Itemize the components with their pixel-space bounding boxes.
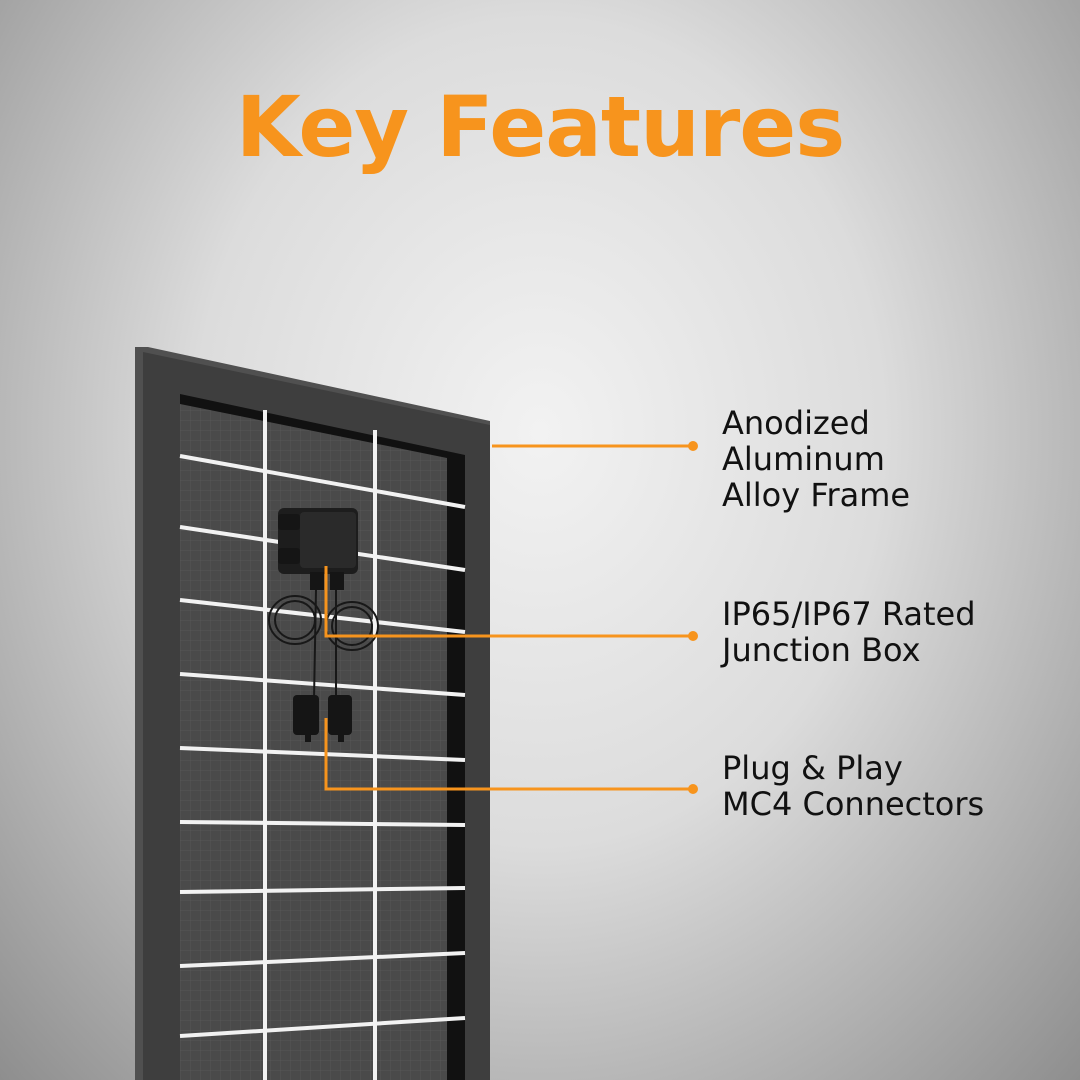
- mc4-connectors: [293, 695, 352, 742]
- feature-line: Junction Box: [722, 631, 921, 669]
- feature-line: Alloy Frame: [722, 476, 911, 514]
- page-title: Key Features: [235, 78, 846, 176]
- callout-lines: [324, 444, 693, 791]
- junction-box: [278, 508, 358, 590]
- feature-connectors-label: Plug & Play MC4 Connectors: [722, 750, 984, 822]
- feature-line: Anodized: [722, 404, 870, 442]
- feature-junction-box-label: IP65/IP67 Rated Junction Box: [722, 596, 976, 668]
- feature-frame-label: Anodized Aluminum Alloy Frame: [722, 405, 910, 513]
- callout-dots: [688, 441, 698, 794]
- feature-line: Aluminum: [722, 440, 885, 478]
- feature-line: MC4 Connectors: [722, 785, 985, 823]
- panel-ribs: [179, 410, 466, 1080]
- feature-line: IP65/IP67 Rated: [722, 595, 976, 633]
- feature-line: Plug & Play: [722, 749, 903, 787]
